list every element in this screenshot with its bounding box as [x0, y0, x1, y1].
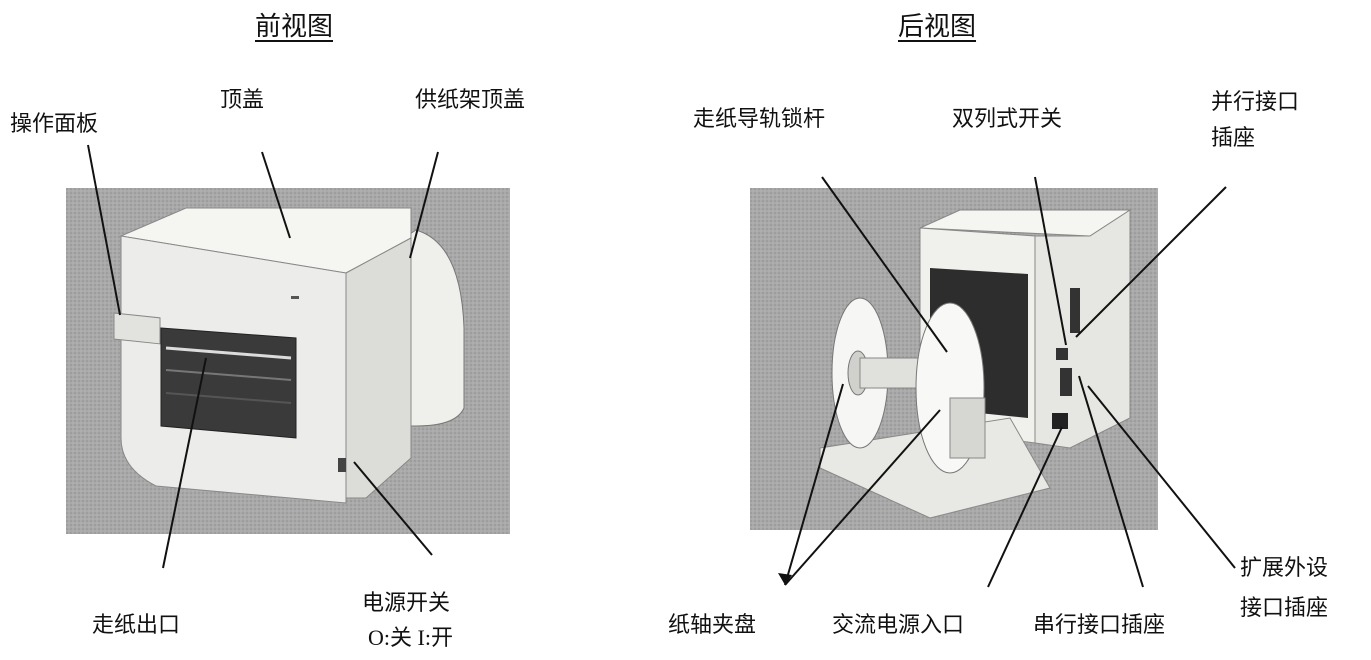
label-supply-holder: 纸轴夹盘	[668, 613, 757, 638]
label-expansion-line2: 接口插座	[1240, 596, 1329, 621]
rear-view-title: 后视图	[898, 12, 977, 42]
label-parallel-line1: 并行接口	[1211, 90, 1300, 115]
leader-parallel	[1075, 186, 1227, 338]
leader-dip-switch	[1034, 176, 1067, 346]
leader-holder-a	[784, 383, 844, 586]
label-ac-inlet: 交流电源入口	[832, 613, 965, 638]
front-view-photo	[66, 188, 510, 534]
leader-serial	[1078, 375, 1144, 588]
leader-guide-lock	[821, 176, 948, 353]
label-parallel-line2: 插座	[1211, 126, 1256, 151]
leader-operation-panel	[87, 144, 121, 316]
leader-top-cover	[261, 151, 291, 239]
label-expansion-line1: 扩展外设	[1240, 556, 1329, 581]
leader-holder-b	[784, 409, 941, 586]
leader-expansion	[1087, 385, 1236, 569]
label-paper-exit: 走纸出口	[92, 613, 181, 638]
leader-power-switch	[353, 461, 433, 556]
holder-arrowhead	[778, 573, 792, 585]
label-guide-lock-lever: 走纸导轨锁杆	[693, 107, 826, 132]
leader-paper-exit	[162, 357, 207, 569]
label-operation-panel: 操作面板	[10, 112, 99, 137]
label-serial-connector: 串行接口插座	[1033, 613, 1166, 638]
leader-supply-cover	[409, 151, 439, 259]
label-dip-switch: 双列式开关	[952, 107, 1063, 132]
label-power-switch: 电源开关	[362, 591, 451, 616]
label-supply-holder-cover: 供纸架顶盖	[415, 88, 526, 113]
leader-ac-inlet	[987, 426, 1063, 588]
label-top-cover: 顶盖	[220, 88, 265, 113]
front-view-title: 前视图	[255, 12, 334, 42]
label-power-states: O:关 I:开	[368, 625, 453, 650]
